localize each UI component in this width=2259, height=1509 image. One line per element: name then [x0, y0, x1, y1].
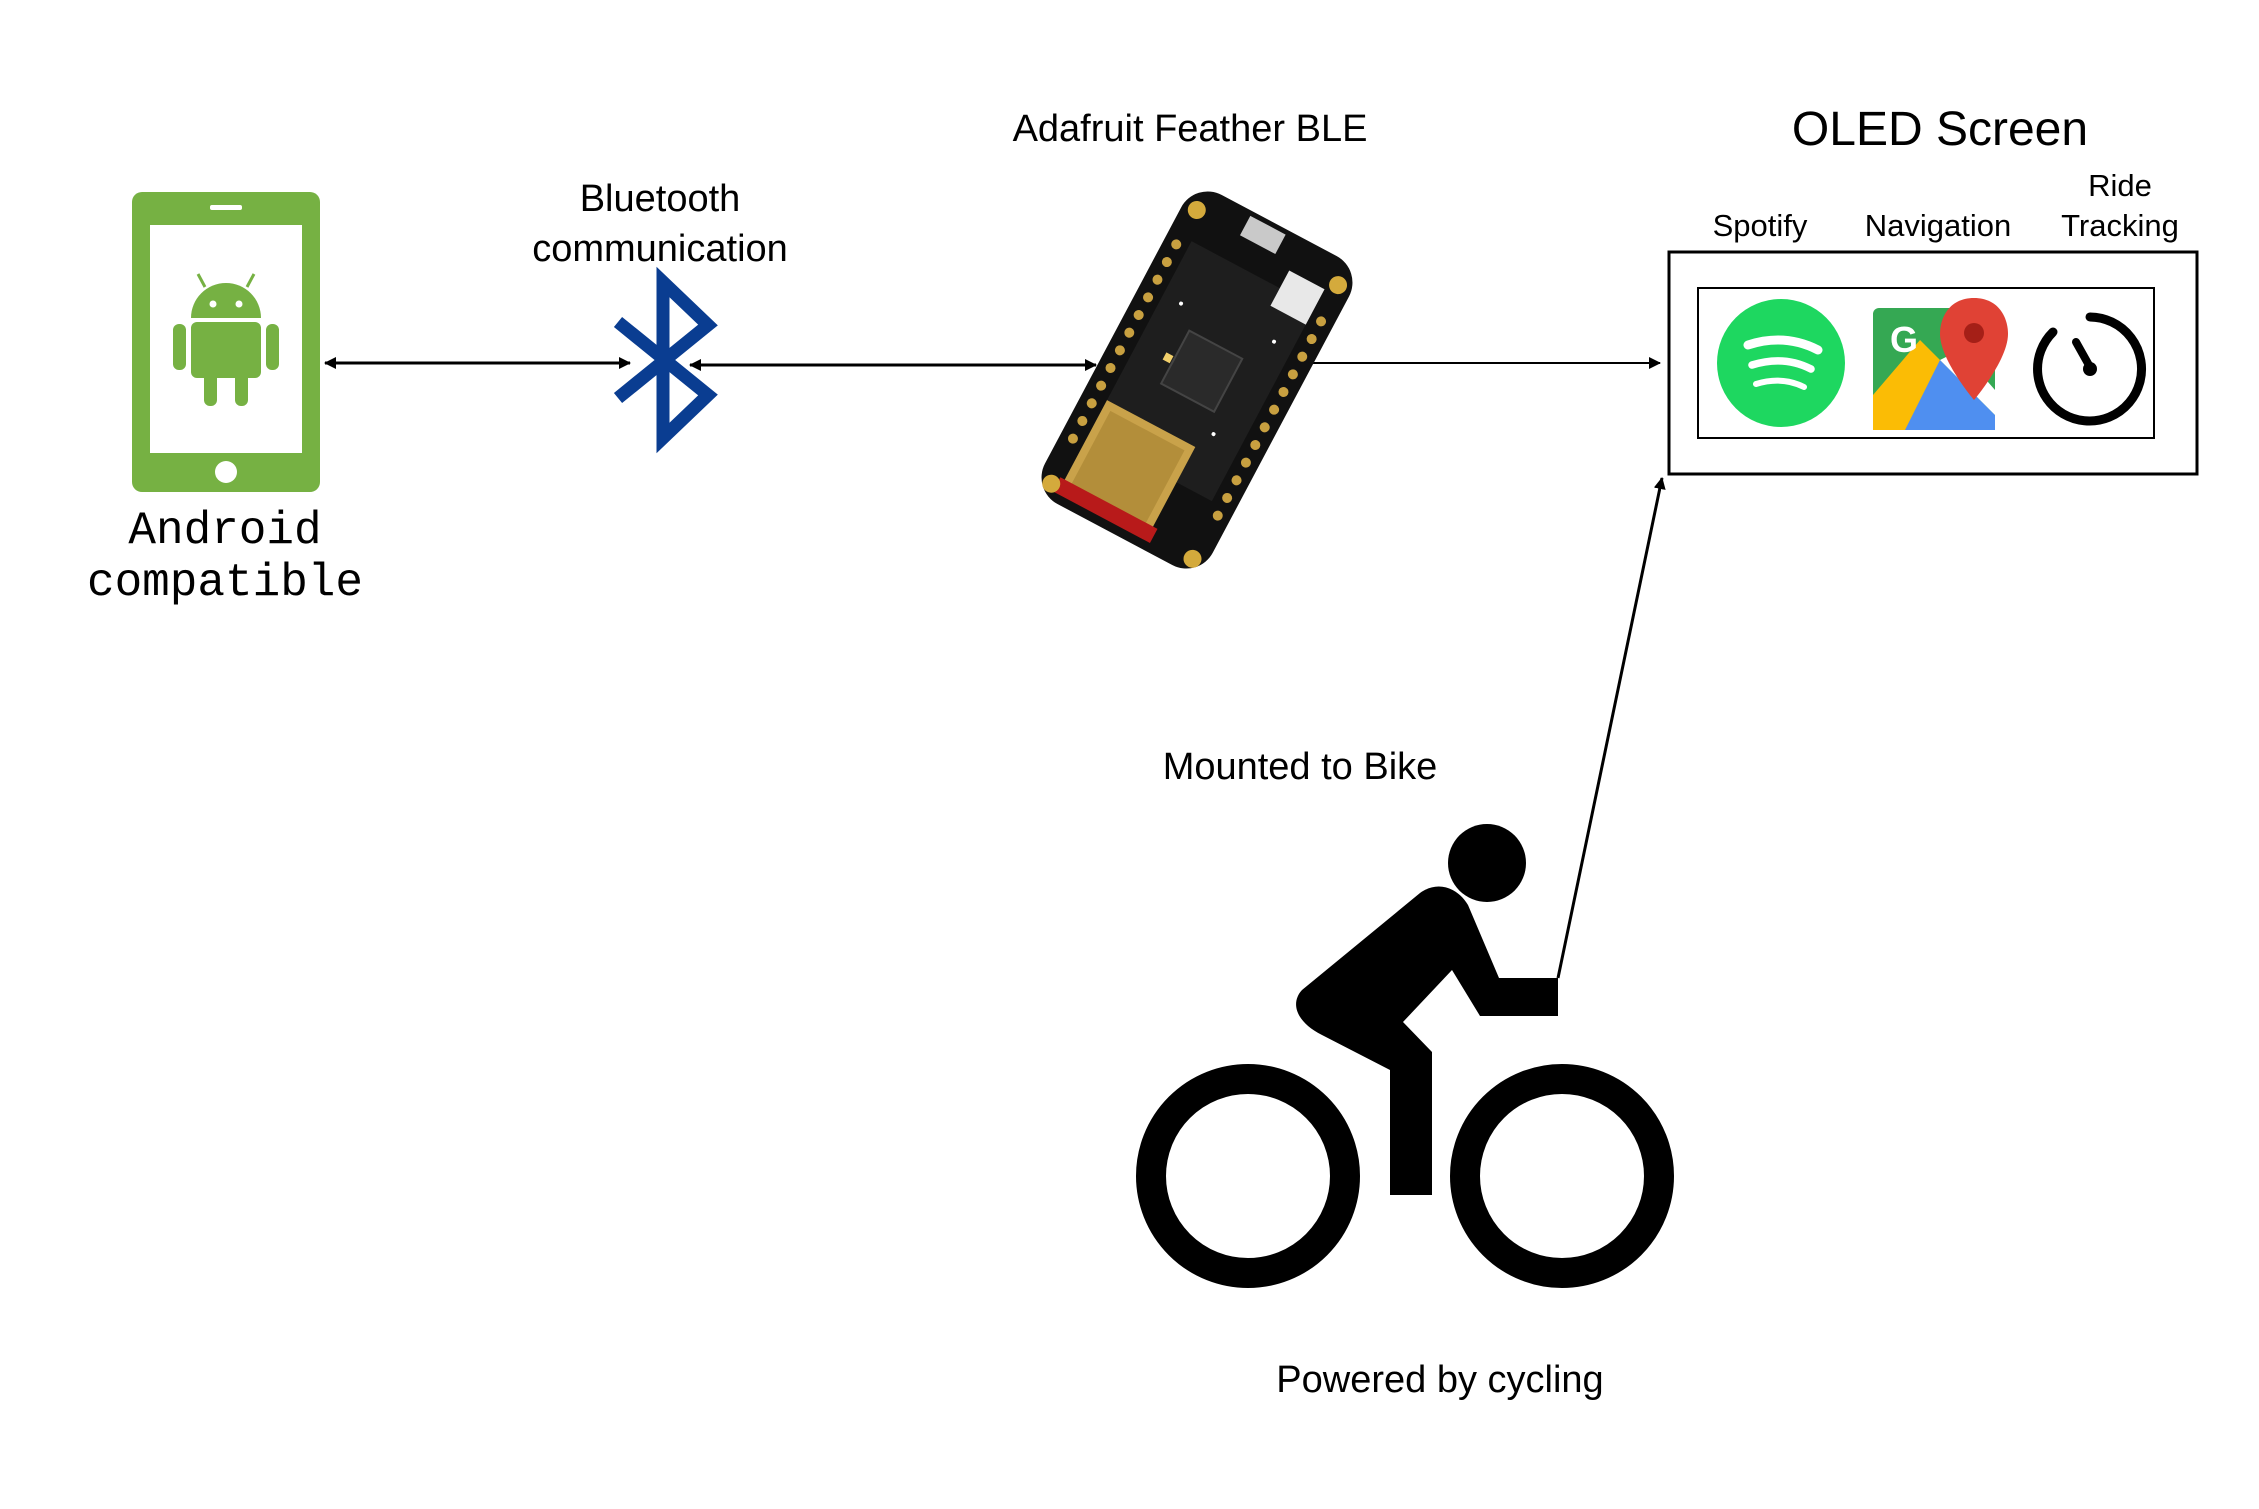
app-label-ride-line1: Ride: [2088, 168, 2152, 203]
connector-bike-oled: [1556, 477, 1666, 979]
bluetooth-label: Bluetooth communication: [480, 174, 840, 274]
powered-label: Powered by cycling: [1276, 1359, 1604, 1401]
app-label-ride-tracking: Ride Tracking: [2040, 166, 2200, 246]
timer-icon: [2033, 312, 2146, 426]
app-label-ride-line2: Tracking: [2061, 208, 2179, 243]
spotify-icon: [1717, 299, 1845, 427]
oled-screen-frame: [1667, 250, 2199, 476]
phone-label: Android compatible: [60, 505, 390, 609]
feather-board-image: [1041, 191, 1353, 569]
svg-text:G: G: [1890, 319, 1918, 360]
feather-label: Adafruit Feather BLE: [1012, 108, 1368, 150]
google-maps-icon: G: [1873, 298, 2008, 430]
android-phone-icon: [132, 192, 320, 492]
app-label-navigation: Navigation: [1864, 208, 2012, 243]
oled-title: OLED Screen: [1791, 103, 2089, 156]
mounted-label: Mounted to Bike: [1162, 746, 1438, 788]
phone-label-line2: compatible: [86, 557, 364, 609]
bluetooth-label-line2: communication: [532, 228, 788, 270]
bluetooth-icon: [613, 266, 718, 454]
app-label-spotify: Spotify: [1712, 208, 1808, 243]
cyclist-icon: [1136, 824, 1674, 1288]
bluetooth-label-line1: Bluetooth: [579, 178, 741, 220]
phone-label-line1: Android: [128, 505, 322, 557]
